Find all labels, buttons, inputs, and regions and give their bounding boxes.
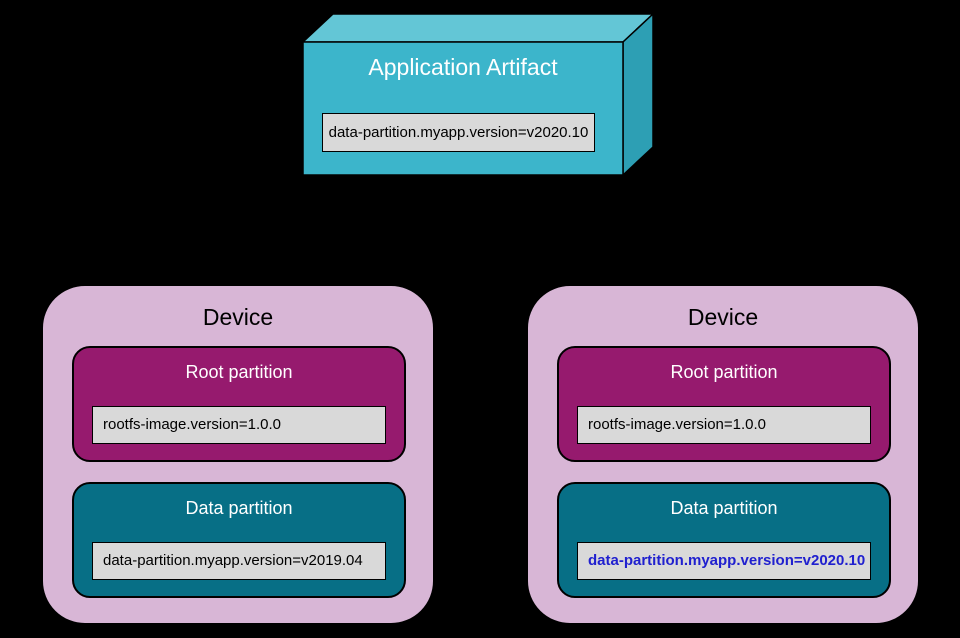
data-partition: Data partition data-partition.myapp.vers… (557, 482, 891, 598)
device-title: Device (687, 304, 759, 330)
data-partition-version-label-updated: data-partition.myapp.version=v2020.10 (577, 542, 871, 580)
data-partition: Data partition data-partition.myapp.vers… (72, 482, 406, 598)
root-partition-title: Root partition (670, 362, 778, 382)
artifact-version-label: data-partition.myapp.version=v2020.10 (322, 113, 595, 152)
artifact-box-front-face (302, 41, 624, 176)
data-partition-title: Data partition (670, 498, 778, 518)
data-partition-version-label: data-partition.myapp.version=v2019.04 (92, 542, 386, 580)
root-partition: Root partition rootfs-image.version=1.0.… (72, 346, 406, 462)
root-partition-version-label: rootfs-image.version=1.0.0 (92, 406, 386, 444)
root-partition: Root partition rootfs-image.version=1.0.… (557, 346, 891, 462)
artifact-box-side-face (622, 12, 654, 177)
artifact-title: Application Artifact (368, 54, 558, 80)
data-partition-title: Data partition (185, 498, 293, 518)
device-left: Device Root partition rootfs-image.versi… (41, 284, 435, 625)
root-partition-title: Root partition (185, 362, 293, 382)
root-partition-version-label: rootfs-image.version=1.0.0 (577, 406, 871, 444)
device-right: Device Root partition rootfs-image.versi… (526, 284, 920, 625)
device-title: Device (202, 304, 274, 330)
artifact-3d-box (301, 12, 655, 177)
artifact-box-top-face (301, 13, 655, 43)
